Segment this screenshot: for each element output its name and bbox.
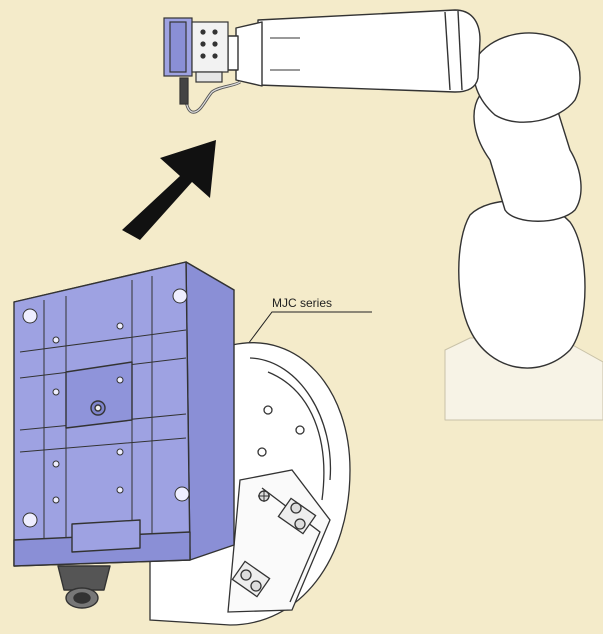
housing-side-face [185,261,235,561]
robot-upper-arm [257,9,481,93]
callout-leader [241,311,372,353]
up-right-arrow-icon [122,140,216,240]
bolt-holes [22,288,190,528]
robot-base [444,337,603,421]
housing-recess [65,361,133,429]
robot-lower-body [458,200,586,369]
robot-wrist [235,21,263,87]
mjc-housing [13,261,235,609]
robot-end-effector [163,17,241,114]
robot-shoulder [472,32,581,123]
mjc-series-label: MJC series [272,296,333,310]
robot-arm [227,9,603,421]
mini-connector-pins [200,29,218,59]
mini-connector-block [191,21,229,73]
connector-plug [57,565,111,591]
